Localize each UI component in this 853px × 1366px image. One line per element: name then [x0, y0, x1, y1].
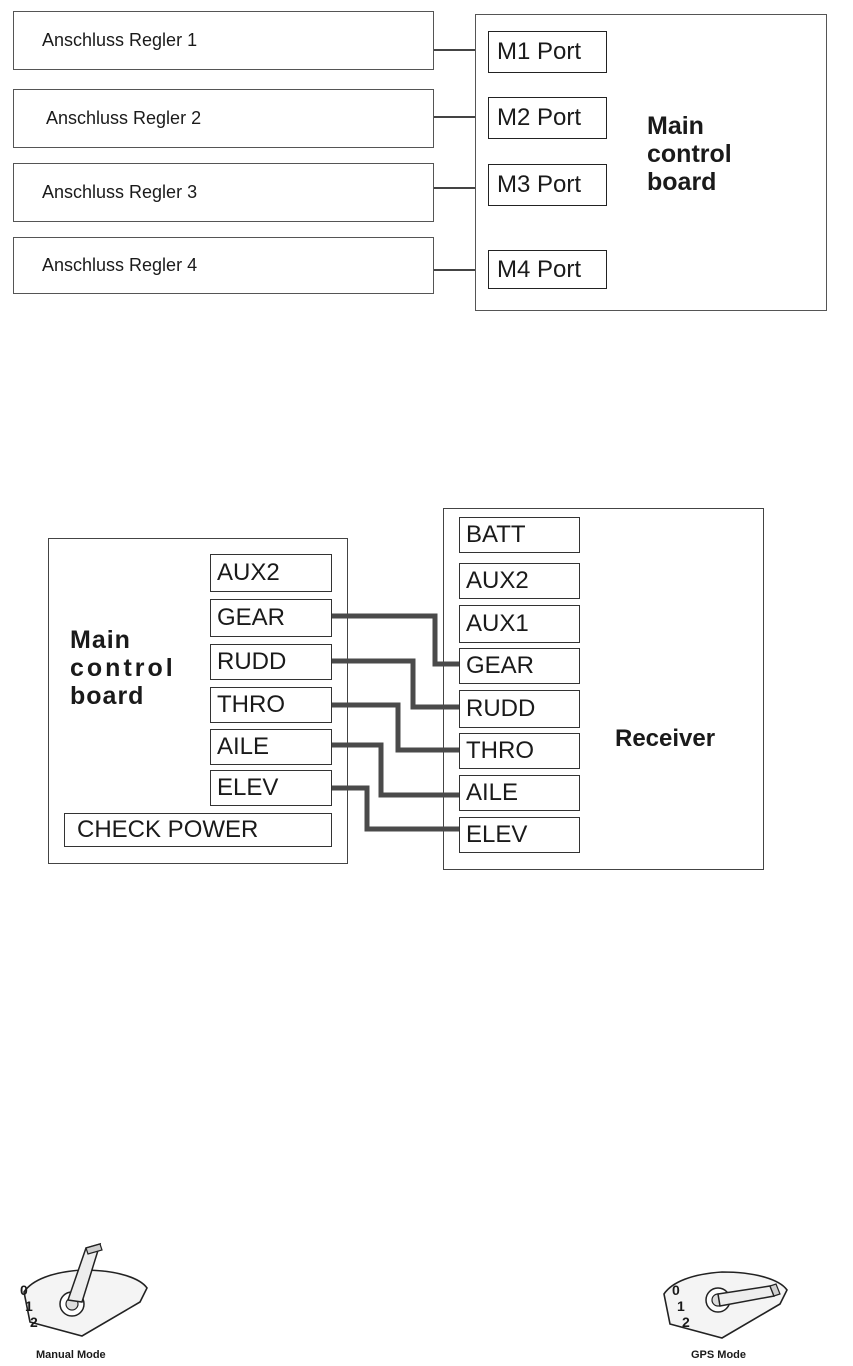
m2-port-label: M2 Port	[497, 104, 582, 131]
receiver-channel-aile: AILE	[459, 775, 580, 811]
board-channel-aux2-label: AUX2	[217, 559, 280, 586]
board-channel-gear: GEAR	[210, 599, 332, 637]
m3-port-label: M3 Port	[497, 171, 582, 198]
receiver-channel-thro-label: THRO	[466, 737, 534, 764]
gps-digit-1: 1	[677, 1298, 685, 1314]
board-channel-elev: ELEV	[210, 770, 332, 806]
board-channel-gear-label: GEAR	[217, 604, 286, 631]
board-1-title-line2: control	[647, 140, 732, 168]
board-1-title-line3: board	[647, 168, 717, 196]
manual-mode-switch-icon	[22, 1240, 162, 1340]
receiver-channel-thro: THRO	[459, 733, 580, 769]
regulator-3-box: Anschluss Regler 3	[13, 163, 434, 222]
board-channel-rudd-label: RUDD	[217, 648, 287, 675]
receiver-title: Receiver	[615, 725, 716, 752]
manual-digit-2: 2	[30, 1314, 38, 1330]
gps-mode-digits: 0 1 2	[672, 1282, 702, 1330]
regulator-2-box: Anschluss Regler 2	[13, 89, 434, 148]
receiver-channel-rudd-label: RUDD	[466, 695, 536, 722]
regulator-2-label: Anschluss Regler 2	[46, 108, 202, 128]
manual-digit-0: 0	[20, 1282, 28, 1298]
regulator-4-box: Anschluss Regler 4	[13, 237, 434, 294]
receiver-channel-aile-label: AILE	[466, 779, 519, 806]
board-channel-aile: AILE	[210, 729, 332, 765]
regulator-1-label: Anschluss Regler 1	[42, 30, 198, 50]
manual-mode-label: Manual Mode	[36, 1349, 106, 1361]
receiver-channel-aux2-label: AUX2	[466, 567, 529, 594]
m4-port-label: M4 Port	[497, 255, 582, 283]
receiver-channel-gear-label: GEAR	[466, 652, 535, 679]
gps-mode-label: GPS Mode	[691, 1349, 747, 1361]
manual-mode-digits: 0 1 2	[20, 1282, 50, 1330]
board-channel-rudd: RUDD	[210, 644, 332, 680]
board-channel-thro: THRO	[210, 687, 332, 723]
receiver-channel-batt-label: BATT	[466, 521, 526, 548]
m2-port: M2 Port	[488, 97, 607, 139]
receiver-channel-elev: ELEV	[459, 817, 580, 853]
manual-digit-1: 1	[25, 1298, 33, 1314]
m1-port-label: M1 Port	[497, 38, 582, 65]
gps-digit-0: 0	[672, 1282, 680, 1298]
receiver-channel-elev-label: ELEV	[466, 821, 528, 848]
m1-port: M1 Port	[488, 31, 607, 73]
channel-wires	[332, 613, 460, 832]
board-1-title: Main control board	[647, 112, 767, 196]
receiver-channel-aux2: AUX2	[459, 563, 580, 599]
receiver-channel-rudd: RUDD	[459, 690, 580, 728]
board-channel-aile-label: AILE	[217, 733, 270, 760]
receiver-channel-gear: GEAR	[459, 648, 580, 684]
m3-port: M3 Port	[488, 164, 607, 206]
board-2-title-line2: control	[70, 654, 176, 682]
gps-digit-2: 2	[682, 1314, 690, 1330]
check-power-box: CHECK POWER	[64, 813, 332, 847]
regulator-1-box: Anschluss Regler 1	[13, 11, 434, 70]
gps-mode-switch-icon	[662, 1252, 802, 1342]
check-power-label: CHECK POWER	[77, 816, 259, 843]
board-channel-aux2: AUX2	[210, 554, 332, 592]
receiver-channel-aux1-label: AUX1	[466, 610, 529, 637]
board-channel-thro-label: THRO	[217, 691, 285, 718]
board-2-title-line3: board	[70, 682, 145, 710]
board-1-title-line1: Main	[647, 112, 704, 140]
board-2-title-line1: Main	[70, 626, 131, 654]
receiver-channel-batt: BATT	[459, 517, 580, 553]
regulator-3-label: Anschluss Regler 3	[42, 182, 198, 202]
board-2-title: Main control board	[70, 626, 200, 710]
board-channel-elev-label: ELEV	[217, 774, 279, 801]
regulator-4-label: Anschluss Regler 4	[42, 255, 198, 275]
receiver-channel-aux1: AUX1	[459, 605, 580, 643]
m4-port: M4 Port	[488, 250, 607, 289]
